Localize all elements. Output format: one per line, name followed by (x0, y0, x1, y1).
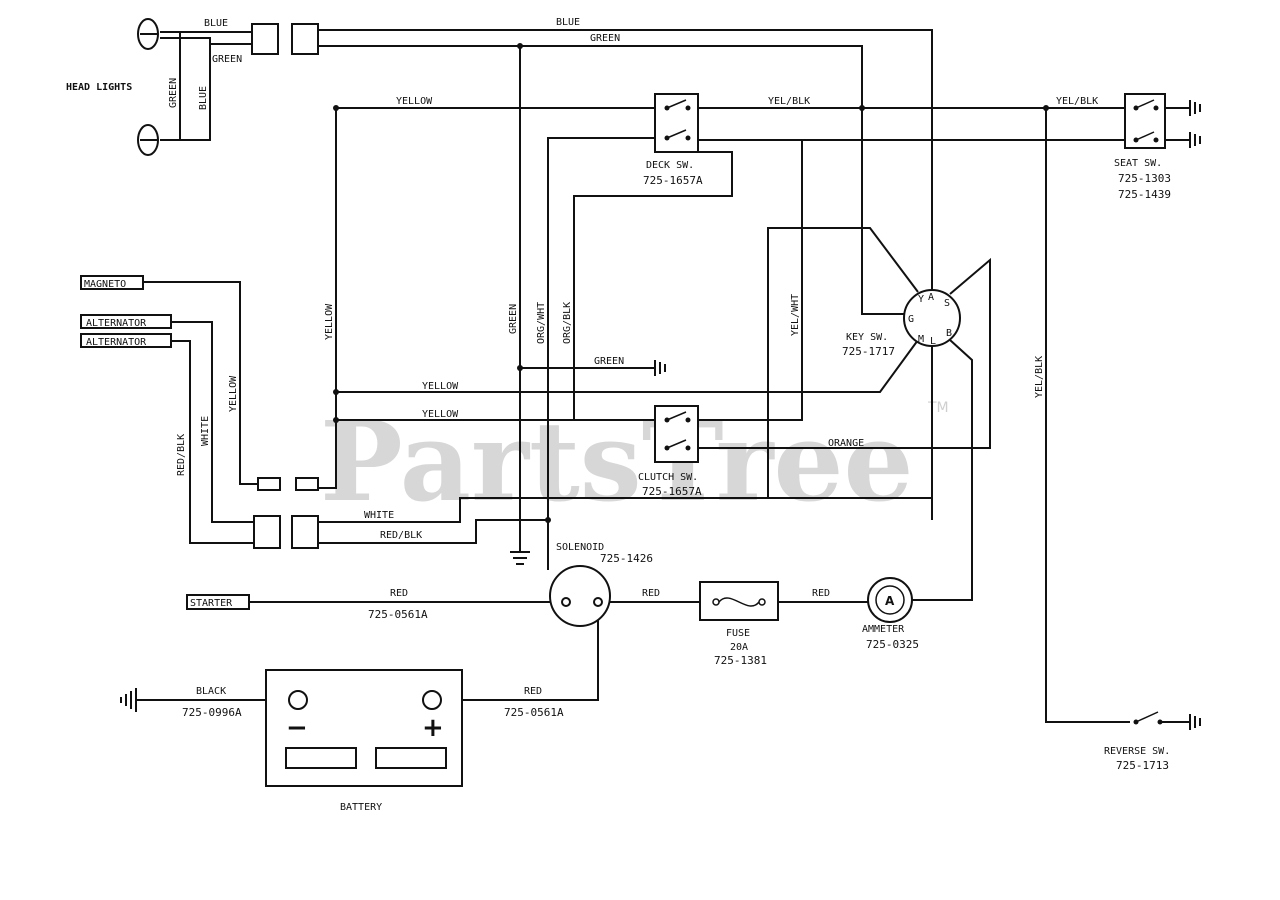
svg-text:−: − (286, 713, 308, 743)
wire-label-yellow-top: YELLOW (396, 96, 433, 107)
svg-text:MAGNETO: MAGNETO (84, 279, 126, 290)
head-light-lower-icon (137, 124, 159, 156)
svg-text:G: G (908, 314, 914, 325)
seat-switch-label: SEAT SW. (1114, 158, 1162, 169)
watermark-trademark: TM (927, 400, 949, 416)
wire-label-white-alt: WHITE (200, 416, 211, 446)
magneto-connector-right (295, 477, 319, 491)
svg-text:ALTERNATOR: ALTERNATOR (86, 318, 147, 329)
wire-label-green-head: GREEN (212, 54, 242, 65)
wire-label-red-amm: RED (812, 588, 830, 599)
wire-label-orgwht-v: ORG/WHT (536, 302, 547, 344)
ground-icon (1189, 100, 1201, 148)
key-switch-label: KEY SW. (846, 332, 888, 343)
wire-label-green-head-v: GREEN (168, 78, 179, 108)
battery-ground-icon (120, 688, 137, 712)
wire-labels: BLUE GREEN GREEN BLUE BLUE GREEN YELLOW … (168, 17, 1098, 719)
alternator-connector-left (253, 515, 281, 549)
wire-label-yellow-v: YELLOW (324, 303, 335, 340)
head-light-upper-icon (137, 18, 159, 50)
starter-tag: STARTER (186, 594, 250, 610)
clutch-switch-label: CLUTCH SW. (638, 472, 698, 483)
wire-label-green-v: GREEN (508, 304, 519, 334)
alternator-tag-1: ALTERNATOR (80, 314, 172, 329)
wire-label-green-top: GREEN (590, 33, 620, 44)
alternator-tag-2: ALTERNATOR (80, 333, 172, 348)
deck-switch-label: DECK SW. (646, 160, 694, 171)
svg-text:S: S (944, 298, 950, 309)
wire-label-red-batt: RED (524, 686, 542, 697)
wire-label-redblk-alt: RED/BLK (176, 434, 187, 476)
fuse (699, 581, 779, 621)
wire-label-yellow-mid2: YELLOW (422, 409, 459, 420)
deck-switch (654, 93, 733, 197)
fuse-part: 725-1381 (714, 654, 767, 667)
svg-text:Y: Y (918, 294, 924, 305)
head-lights-label: HEAD LIGHTS (66, 82, 132, 93)
svg-text:B: B (946, 328, 952, 339)
ammeter-part: 725-0325 (866, 638, 919, 651)
wire-label-yelblk-seat: YEL/BLK (1056, 96, 1098, 107)
clutch-switch-part: 725-1657A (642, 485, 702, 498)
wire-label-yelblk-v: YEL/BLK (1034, 356, 1045, 398)
seat-switch-part-2: 725-1439 (1118, 188, 1171, 201)
seat-switch (1124, 93, 1190, 149)
ammeter-label: AMMETER (862, 624, 905, 635)
svg-text:+: + (422, 713, 444, 743)
solenoid-label: SOLENOID (556, 542, 604, 553)
wire-label-yellow-alt: YELLOW (228, 375, 239, 412)
key-switch: Y A S G M L B (903, 289, 961, 347)
svg-text:ALTERNATOR: ALTERNATOR (86, 337, 147, 348)
wire-label-white-h: WHITE (364, 510, 394, 521)
wire-label-blue-head: BLUE (204, 18, 228, 29)
seat-switch-part-1: 725-1303 (1118, 172, 1171, 185)
reverse-switch-label: REVERSE SW. (1104, 746, 1170, 757)
wire-label-red-fuse: RED (642, 588, 660, 599)
fuse-label: FUSE (726, 628, 750, 639)
wire-label-orange: ORANGE (828, 438, 864, 449)
battery: − + (265, 669, 463, 787)
solenoid-part: 725-1426 (600, 552, 653, 565)
solenoid (549, 565, 611, 627)
wire-label-green-gnd: GREEN (594, 356, 624, 367)
ammeter: A (867, 577, 913, 623)
wire-label-redblk-h: RED/BLK (380, 530, 422, 541)
svg-text:A: A (885, 594, 895, 608)
green-ground-icon (654, 360, 666, 376)
wire-label-yelblk-top: YEL/BLK (768, 96, 810, 107)
wires (136, 29, 1130, 723)
wire-label-blue-head-v: BLUE (198, 86, 209, 110)
wire-label-red-starter: RED (390, 588, 408, 599)
watermark: PartsTree (320, 397, 914, 526)
deck-switch-part: 725-1657A (643, 174, 703, 187)
wire-label-red-batt-part: 725-0561A (504, 706, 564, 719)
reverse-switch-part: 725-1713 (1116, 759, 1169, 772)
key-switch-part: 725-1717 (842, 345, 895, 358)
wire-label-blue-top: BLUE (556, 17, 580, 28)
svg-text:L: L (930, 336, 936, 347)
wire-label-orgblk-v: ORG/BLK (562, 302, 573, 344)
svg-text:STARTER: STARTER (190, 598, 233, 609)
magneto-tag: MAGNETO (80, 275, 144, 290)
svg-text:M: M (918, 334, 924, 345)
wire-label-yelwht-v: YEL/WHT (790, 294, 801, 336)
wire-label-black-batt: BLACK (196, 686, 226, 697)
head-light-connector-left (251, 23, 279, 55)
wire-label-yellow-mid1: YELLOW (422, 381, 459, 392)
head-light-connector-right (291, 23, 319, 55)
fuse-rating: 20A (730, 642, 748, 653)
svg-text:A: A (928, 292, 934, 303)
reverse-switch (1133, 711, 1201, 730)
clutch-switch (654, 405, 699, 463)
magneto-connector-left (257, 477, 281, 491)
battery-label: BATTERY (340, 802, 382, 813)
junction-dots (333, 43, 1049, 523)
alternator-connector-right (291, 515, 319, 549)
wire-label-red-starter-part: 725-0561A (368, 608, 428, 621)
wire-label-black-batt-part: 725-0996A (182, 706, 242, 719)
